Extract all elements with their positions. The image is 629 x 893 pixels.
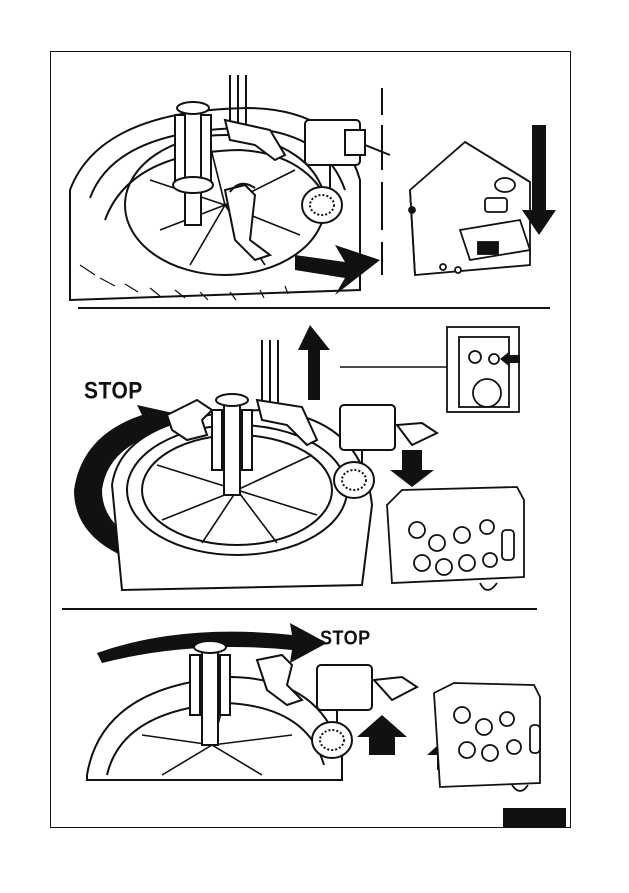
panel-3-illustration <box>62 615 562 795</box>
divider <box>78 307 550 309</box>
divider <box>62 608 537 610</box>
wheel-illustration <box>87 641 342 780</box>
mount-head-illustration <box>312 665 417 758</box>
panel-1-illustration <box>60 70 560 305</box>
page-tab <box>503 808 566 828</box>
foot-pedal-illustration <box>409 142 530 275</box>
control-panel-illustration <box>434 683 540 791</box>
stop-label-panel-2: STOP <box>84 378 143 406</box>
arrow-icon <box>298 325 330 400</box>
arrow-icon <box>390 450 434 487</box>
stop-label-panel-3: STOP <box>320 626 371 650</box>
arrow-icon <box>357 715 407 755</box>
panel-2-illustration <box>62 315 532 595</box>
control-panel-illustration <box>387 487 524 590</box>
